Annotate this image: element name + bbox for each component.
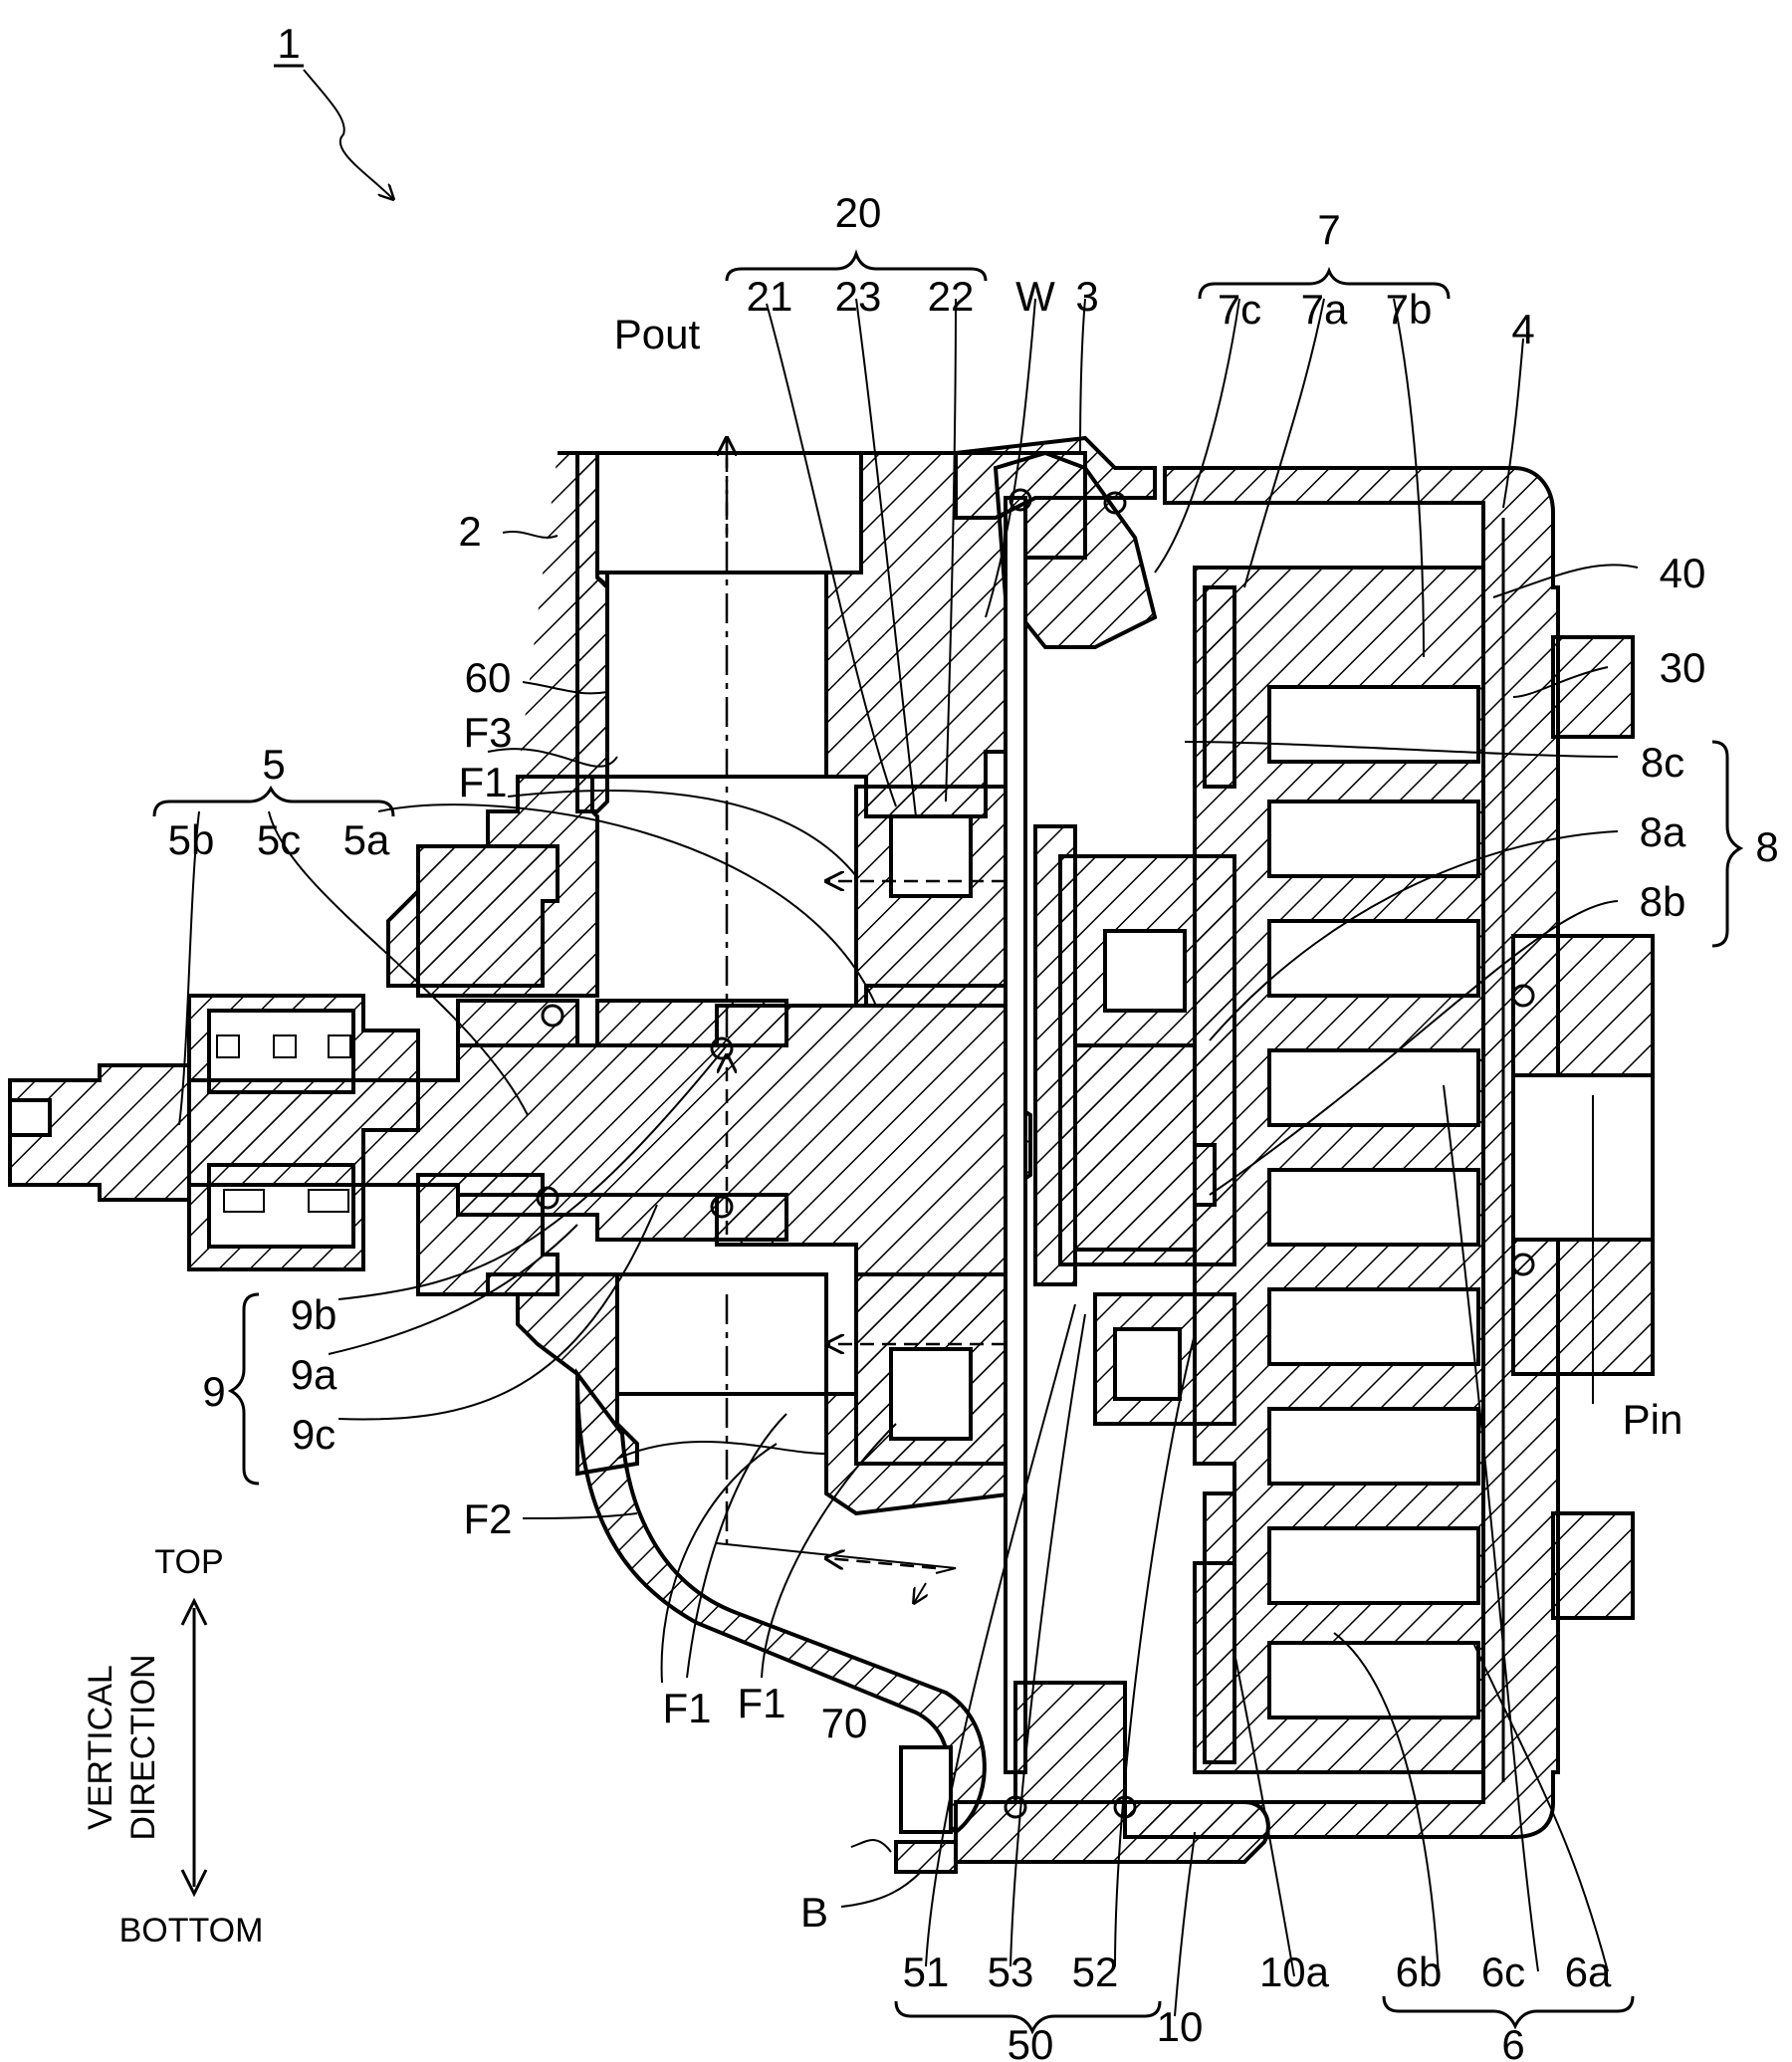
stator-slots [1269,687,1478,1718]
label-8a: 8a [1640,808,1686,855]
label-W: W [1015,273,1055,320]
label-7: 7 [1317,206,1340,253]
label-1: 1 [277,20,300,67]
label-50: 50 [1008,2021,1054,2062]
label-pin: Pin [1623,1396,1683,1443]
label-F1-bottom-left: F1 [662,1685,711,1731]
label-30: 30 [1660,644,1706,691]
direction-bottom-label: BOTTOM [119,1912,264,1949]
label-9a: 9a [291,1351,337,1398]
stator-6 [1195,568,1483,1772]
label-4: 4 [1511,306,1534,352]
label-5a: 5a [343,816,390,863]
label-23: 23 [835,273,882,320]
label-9: 9 [202,1368,225,1415]
label-70: 70 [821,1700,868,1746]
label-9b: 9b [291,1291,337,1338]
label-6b: 6b [1396,1948,1443,1995]
direction-top-label: TOP [154,1543,223,1581]
label-6a: 6a [1565,1948,1612,1995]
vertical-direction-indicator: TOP BOTTOM VERTICAL DIRECTION [82,1543,263,1949]
label-F3: F3 [463,709,512,756]
label-9c: 9c [292,1411,336,1458]
label-20: 20 [835,189,882,236]
label-2: 2 [458,508,481,555]
label-8b: 8b [1640,878,1686,925]
label-51: 51 [903,1948,950,1995]
direction-caption-line2: DIRECTION [124,1655,162,1841]
label-F1-upper: F1 [458,759,507,805]
label-F1-bottom-right: F1 [737,1680,785,1726]
label-60: 60 [465,654,512,701]
label-21: 21 [747,273,793,320]
label-40: 40 [1660,550,1706,596]
direction-caption-line1: VERTICAL [82,1665,119,1830]
outlet-passage [597,453,861,1459]
label-5c: 5c [257,816,301,863]
label-F2: F2 [463,1495,512,1542]
label-8c: 8c [1641,739,1684,786]
label-5: 5 [262,741,285,788]
label-6: 6 [1501,2021,1524,2062]
label-7a: 7a [1301,286,1348,333]
label-22: 22 [928,273,975,320]
label-10a: 10a [1259,1948,1330,1995]
label-10: 10 [1157,2003,1204,2050]
label-7b: 7b [1386,286,1433,333]
label-52: 52 [1072,1948,1119,1995]
label-7c: 7c [1218,286,1261,333]
label-5b: 5b [168,816,215,863]
label-53: 53 [988,1948,1034,1995]
label-3: 3 [1075,273,1098,320]
label-6c: 6c [1481,1948,1525,1995]
label-pout: Pout [614,311,701,357]
label-8: 8 [1755,823,1778,870]
label-B: B [800,1889,828,1936]
